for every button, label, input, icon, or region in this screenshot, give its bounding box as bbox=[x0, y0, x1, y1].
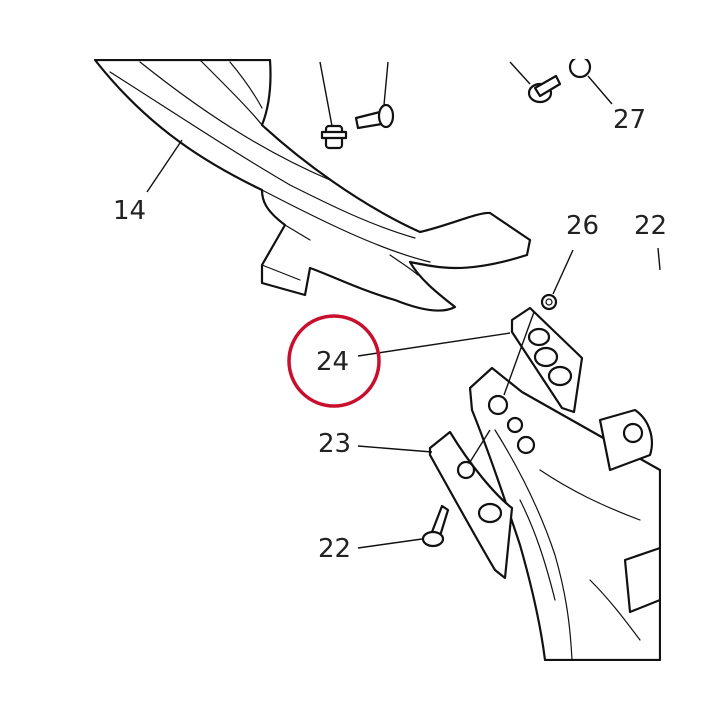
part-24-plate bbox=[510, 306, 584, 414]
callout-22-bottom: 22 bbox=[318, 534, 351, 564]
part-14-fairing bbox=[93, 58, 532, 312]
right-margin bbox=[661, 0, 720, 720]
bottom-margin bbox=[0, 661, 720, 720]
highlight-ring bbox=[287, 314, 381, 408]
callout-22-top: 22 bbox=[634, 211, 667, 241]
frame-bracket bbox=[468, 366, 662, 662]
part-22-screw bbox=[421, 504, 450, 548]
part-27-rivet bbox=[527, 55, 592, 104]
grommet-fastener bbox=[320, 124, 348, 150]
callout-14: 14 bbox=[113, 196, 146, 226]
leader-lines bbox=[146, 61, 661, 549]
screw-fastener bbox=[354, 103, 395, 130]
callout-27: 27 bbox=[613, 105, 646, 135]
callout-24: 24 bbox=[316, 347, 349, 377]
top-margin bbox=[0, 0, 720, 59]
part-23-plate bbox=[428, 430, 514, 580]
callout-23: 23 bbox=[318, 429, 351, 459]
part-26-nut bbox=[540, 293, 558, 311]
callout-26: 26 bbox=[566, 211, 599, 241]
